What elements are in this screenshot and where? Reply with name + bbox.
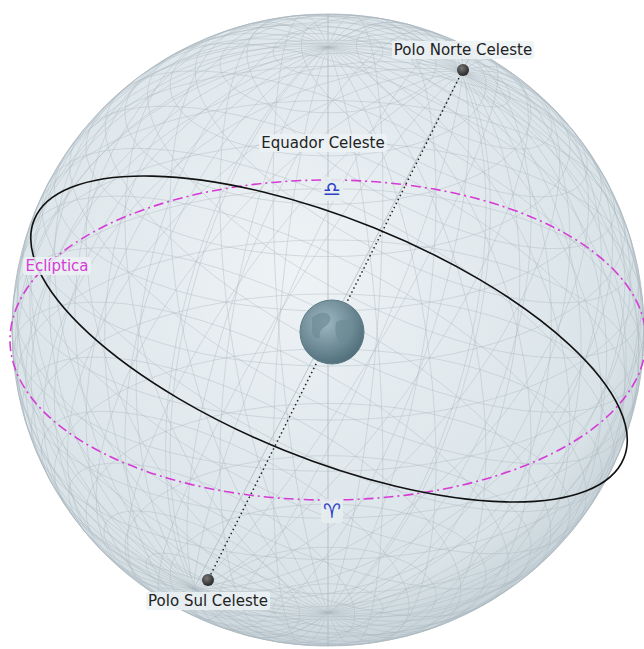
pole-label: Polo Norte Celeste: [392, 41, 534, 59]
earth-continents: [312, 313, 354, 344]
libra-symbol: ♎: [321, 177, 343, 201]
pole-dot: [202, 574, 214, 586]
celestial-equator-line: [0, 109, 644, 570]
coordinate-grid: [12, 14, 644, 646]
earth-globe: [300, 300, 364, 364]
ecliptic-line: [10, 180, 644, 500]
pole-dot: [457, 64, 469, 76]
aries-symbol: ♈: [321, 499, 343, 523]
rotation-axis: [208, 70, 463, 580]
ecliptic-label: Eclíptica: [23, 257, 90, 275]
equator-label: Equador Celeste: [259, 134, 386, 152]
sphere-outline: [12, 14, 644, 646]
pole-label: Polo Sul Celeste: [146, 592, 270, 610]
